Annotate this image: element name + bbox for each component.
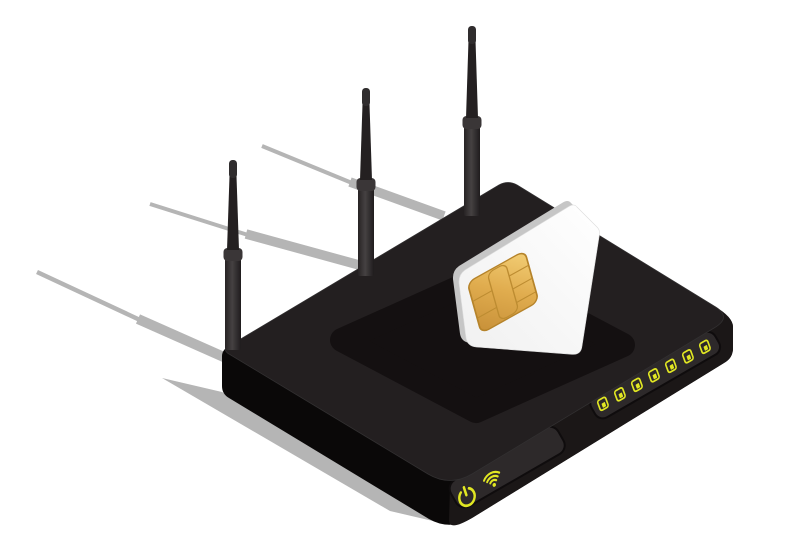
antenna-tip [468,26,476,44]
port-outline [596,396,609,412]
antenna-left [223,160,243,350]
ethernet-port-icon [698,339,711,355]
antenna-right [462,26,482,216]
antenna-middle [356,88,376,276]
ethernet-port-icon [630,377,643,393]
port-outline [664,358,677,374]
power-icon [458,485,476,508]
port-outline [698,339,711,355]
antenna-shaft [358,188,374,276]
antenna-tip [229,160,237,178]
antenna-taper [227,176,239,250]
port-pins [618,392,624,399]
antenna-shaft [464,126,480,216]
power-icon-ring [458,486,476,508]
antenna-shaft [225,258,241,350]
wifi-icon [483,470,501,487]
antenna-tip [362,88,370,106]
ethernet-port-icon [664,358,677,374]
port-pins [669,364,675,370]
port-outline [681,348,694,364]
sim-chip-contact-lines [472,265,536,319]
port-outline [647,367,660,383]
sim-chip-center-pad [487,264,519,320]
port-pins [652,373,658,380]
ethernet-port-icons [596,339,711,412]
sim-chip-body [468,252,538,332]
port-outline [613,386,626,402]
antenna-collar [462,116,482,129]
wifi-icon-dot [492,482,496,487]
sim-card [452,201,600,355]
antenna-collar [356,178,376,191]
port-pins [601,402,607,408]
ethernet-port-icon [681,348,694,364]
ethernet-port-icon [647,367,660,383]
port-pins [703,345,709,351]
antenna-taper [360,104,372,180]
power-icon-bar [462,485,468,497]
port-pins [686,354,692,361]
sim-chip [468,252,538,332]
wifi-icon-waves [483,470,501,485]
router-body-shadow [162,378,450,525]
ethernet-port-icon [613,386,626,402]
antenna-taper [466,40,478,118]
antenna-shadow-left-base [135,314,238,367]
ethernet-port-icon [596,396,609,412]
antenna-shadow-middle-base [244,229,372,273]
antenna-shadow-left-tip [36,269,141,323]
port-outline [630,377,643,393]
antenna-shadow-right-tip [261,144,353,185]
antenna-collar [223,248,243,261]
port-pins [635,383,641,389]
